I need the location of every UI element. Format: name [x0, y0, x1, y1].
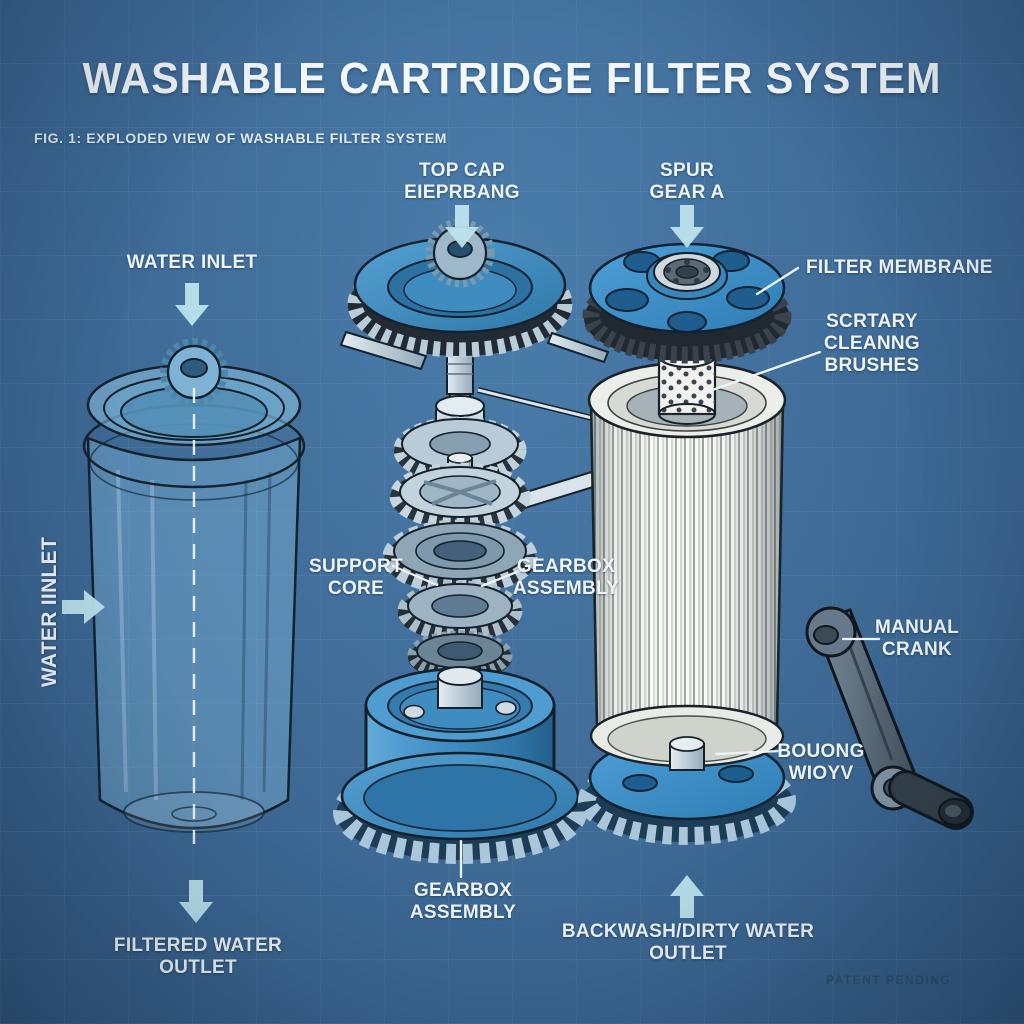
filter-membrane-pleats: [589, 398, 785, 751]
label-top-cap: TOP CAP EIEPRBANG: [404, 160, 520, 203]
label-gearbox-assembly-bottom: GEARBOX ASSEMBLY: [409, 880, 517, 923]
leader-line: [699, 350, 822, 396]
label-rotary-cleaning-brushes: SCRTARY CLEANNG BRUSHES: [823, 311, 921, 376]
label-bottom-housing: BOUONG WIOYV: [777, 741, 865, 784]
drive-gear-stack: [333, 218, 610, 864]
bearing-hub: [646, 252, 728, 300]
top-cap-gear: [347, 218, 573, 358]
patent-pending-note: PATENT PENDING: [826, 973, 952, 987]
housing-canister: [82, 338, 306, 844]
label-water-inlet-side: WATER IINLET: [37, 536, 61, 688]
down-arrow-icon: [175, 283, 209, 326]
leader-line: [480, 567, 526, 588]
cartridge-bottom-hub: [669, 736, 705, 771]
housing-top-knob: [160, 338, 228, 406]
up-arrow-icon: [670, 875, 704, 918]
label-backwash-outlet: BACKWASH/DIRTY WATER OUTLET: [561, 921, 815, 964]
page-title: WASHABLE CARTRIDGE FILTER SYSTEM: [82, 54, 942, 103]
base-ring-gear: [333, 751, 587, 864]
figure-caption: FIG. 1: EXPLODED VIEW OF WASHABLE FILTER…: [34, 130, 447, 146]
label-spur-gear-a: SPUR GEAR A: [649, 160, 725, 203]
crank-handle-grip: [888, 770, 974, 830]
label-filtered-water-outlet: FILTERED WATER OUTLET: [113, 935, 283, 978]
label-filter-membrane: FILTER MEMBRANE: [806, 257, 993, 278]
leader-lines: [391, 266, 881, 879]
label-support-core: SUPPORT CORE: [309, 556, 403, 599]
label-water-inlet: WATER INLET: [126, 252, 258, 273]
gear-train: [382, 452, 538, 680]
leader-line: [391, 564, 439, 587]
spur-gear-disc: [582, 242, 792, 364]
down-arrow-icon: [179, 880, 213, 923]
label-gearbox-assembly: GEARBOX ASSEMBLY: [512, 556, 620, 599]
down-arrow-icon: [670, 205, 704, 248]
label-manual-crank: MANUAL CRANK: [874, 617, 960, 660]
leader-line: [714, 749, 783, 756]
manual-crank-arm: [805, 606, 974, 830]
leader-line: [755, 266, 800, 296]
